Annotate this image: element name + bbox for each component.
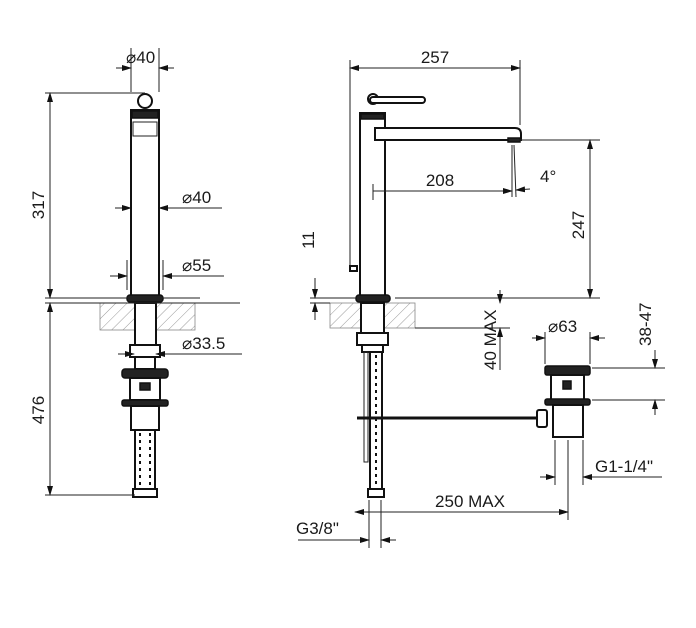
- front-view: ⌀40 317 ⌀40 ⌀55 ⌀33.5 476: [29, 48, 242, 498]
- supply-hose: [134, 429, 156, 491]
- hose-end: [367, 488, 385, 498]
- pop-up-rod: [363, 351, 369, 463]
- dim-deck-thickness: 40 MAX: [481, 310, 500, 370]
- head-detail: [132, 121, 158, 137]
- handle-knob: [137, 93, 153, 109]
- dim-rod-length: 250 MAX: [435, 492, 505, 511]
- base-ring: [355, 294, 391, 303]
- washer: [134, 356, 156, 370]
- head-band: [131, 110, 159, 119]
- head-band: [360, 113, 385, 120]
- fixing-slot: [139, 382, 151, 391]
- dim-spout-height: 247: [569, 211, 588, 239]
- dim-waste-thread: G1-1/4": [595, 457, 653, 476]
- waste-thread: [552, 404, 584, 438]
- waste-cap: [544, 365, 591, 376]
- dim-top-diameter: ⌀40: [126, 48, 155, 67]
- linkage-nut: [536, 409, 548, 428]
- dim-waste-range: 38-47: [636, 303, 655, 346]
- pop-up-knob: [349, 265, 358, 272]
- dim-spout-reach-total: 257: [421, 48, 449, 67]
- shank: [134, 302, 157, 346]
- hose-end: [132, 488, 158, 498]
- dim-body-diameter: ⌀40: [182, 188, 211, 207]
- flange: [121, 368, 169, 379]
- side-view: 257 208 4° 247 11 40 MAX ⌀63 38-47 G1-1/…: [296, 48, 665, 548]
- nut: [356, 332, 389, 346]
- dim-spout-reach: 208: [426, 171, 454, 190]
- waste-slot: [562, 380, 572, 390]
- lower-cylinder: [130, 405, 160, 431]
- dim-waste-diameter: ⌀63: [548, 317, 577, 336]
- lever-handle: [369, 96, 426, 104]
- nut: [129, 344, 161, 358]
- dim-total-height: 317: [29, 191, 48, 219]
- dim-supply-thread: G3/8": [296, 519, 339, 538]
- spout: [374, 127, 522, 141]
- washer: [361, 344, 384, 353]
- dim-shank-diameter: ⌀33.5: [182, 334, 225, 353]
- dim-lever-height: 11: [299, 231, 318, 249]
- tap-body: [130, 109, 160, 299]
- dim-below-deck: 476: [29, 396, 48, 424]
- dim-base-diameter: ⌀55: [182, 256, 211, 275]
- dim-spout-angle: 4°: [540, 167, 556, 186]
